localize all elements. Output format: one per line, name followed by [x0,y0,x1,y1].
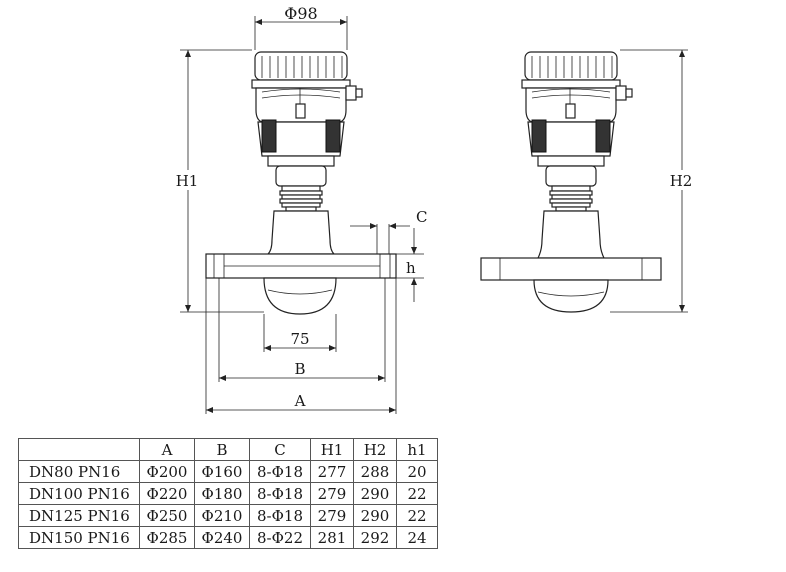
dimension-phi98: Φ98 [254,4,348,50]
table-cell: 8-Φ22 [249,526,311,549]
dimension-c: C [350,208,427,254]
d75-label: 75 [290,330,309,348]
table-row: DN150 PN16 Φ285 Φ240 8-Φ22 281 292 24 [18,526,438,549]
left-instrument-view [205,51,397,315]
table-cell: DN100 PN16 [18,482,140,505]
h1-label: H1 [176,172,199,190]
table-cell: 22 [396,504,438,527]
dimension-b: B [218,278,386,382]
table-cell: DN150 PN16 [18,526,140,549]
c-label: C [416,208,427,226]
table-header-cell: h1 [396,438,438,461]
table-cell: 20 [396,460,438,483]
table-cell: 279 [310,482,354,505]
table-header-cell [18,438,140,461]
table-header-cell: B [194,438,250,461]
table-cell: 290 [353,504,397,527]
table-cell: DN80 PN16 [18,460,140,483]
table-cell: 277 [310,460,354,483]
table-cell: Φ240 [194,526,250,549]
table-cell: DN125 PN16 [18,504,140,527]
dimension-a: A [205,278,397,414]
table-cell: 8-Φ18 [249,482,311,505]
dimension-h2: H2 [610,49,694,313]
table-cell: Φ220 [139,482,195,505]
table-cell: 292 [353,526,397,549]
table-row: DN100 PN16 Φ220 Φ180 8-Φ18 279 290 22 [18,482,438,505]
table-cell: 288 [353,460,397,483]
a-label: A [294,392,306,410]
h-label: h [406,259,416,277]
dimension-h: h [396,228,424,302]
h2-label: H2 [670,172,693,190]
b-label: B [294,360,305,378]
table-cell: 22 [396,482,438,505]
dimension-75: 75 [263,314,337,352]
table-cell: Φ160 [194,460,250,483]
table-cell: Φ210 [194,504,250,527]
dimension-h1: H1 [176,49,264,313]
table-row: DN80 PN16 Φ200 Φ160 8-Φ18 277 288 20 [18,460,438,483]
table-cell: 279 [310,504,354,527]
table-cell: 8-Φ18 [249,460,311,483]
table-cell: 24 [396,526,438,549]
specification-table: A B C H1 H2 h1 DN80 PN16 Φ200 Φ160 8-Φ18… [18,438,438,549]
table-header-cell: H2 [353,438,397,461]
phi98-label: Φ98 [284,4,317,23]
table-cell: 281 [310,526,354,549]
table-header-row: A B C H1 H2 h1 [18,438,438,461]
table-cell: Φ180 [194,482,250,505]
table-cell: Φ250 [139,504,195,527]
table-cell: Φ200 [139,460,195,483]
table-header-cell: A [139,438,195,461]
table-cell: 290 [353,482,397,505]
table-header-cell: C [249,438,311,461]
table-cell: 8-Φ18 [249,504,311,527]
technical-drawing: Φ98 H1 C h 75 B [176,4,694,414]
table-cell: Φ285 [139,526,195,549]
table-header-cell: H1 [310,438,354,461]
table-row: DN125 PN16 Φ250 Φ210 8-Φ18 279 290 22 [18,504,438,527]
right-instrument-view [480,51,662,313]
